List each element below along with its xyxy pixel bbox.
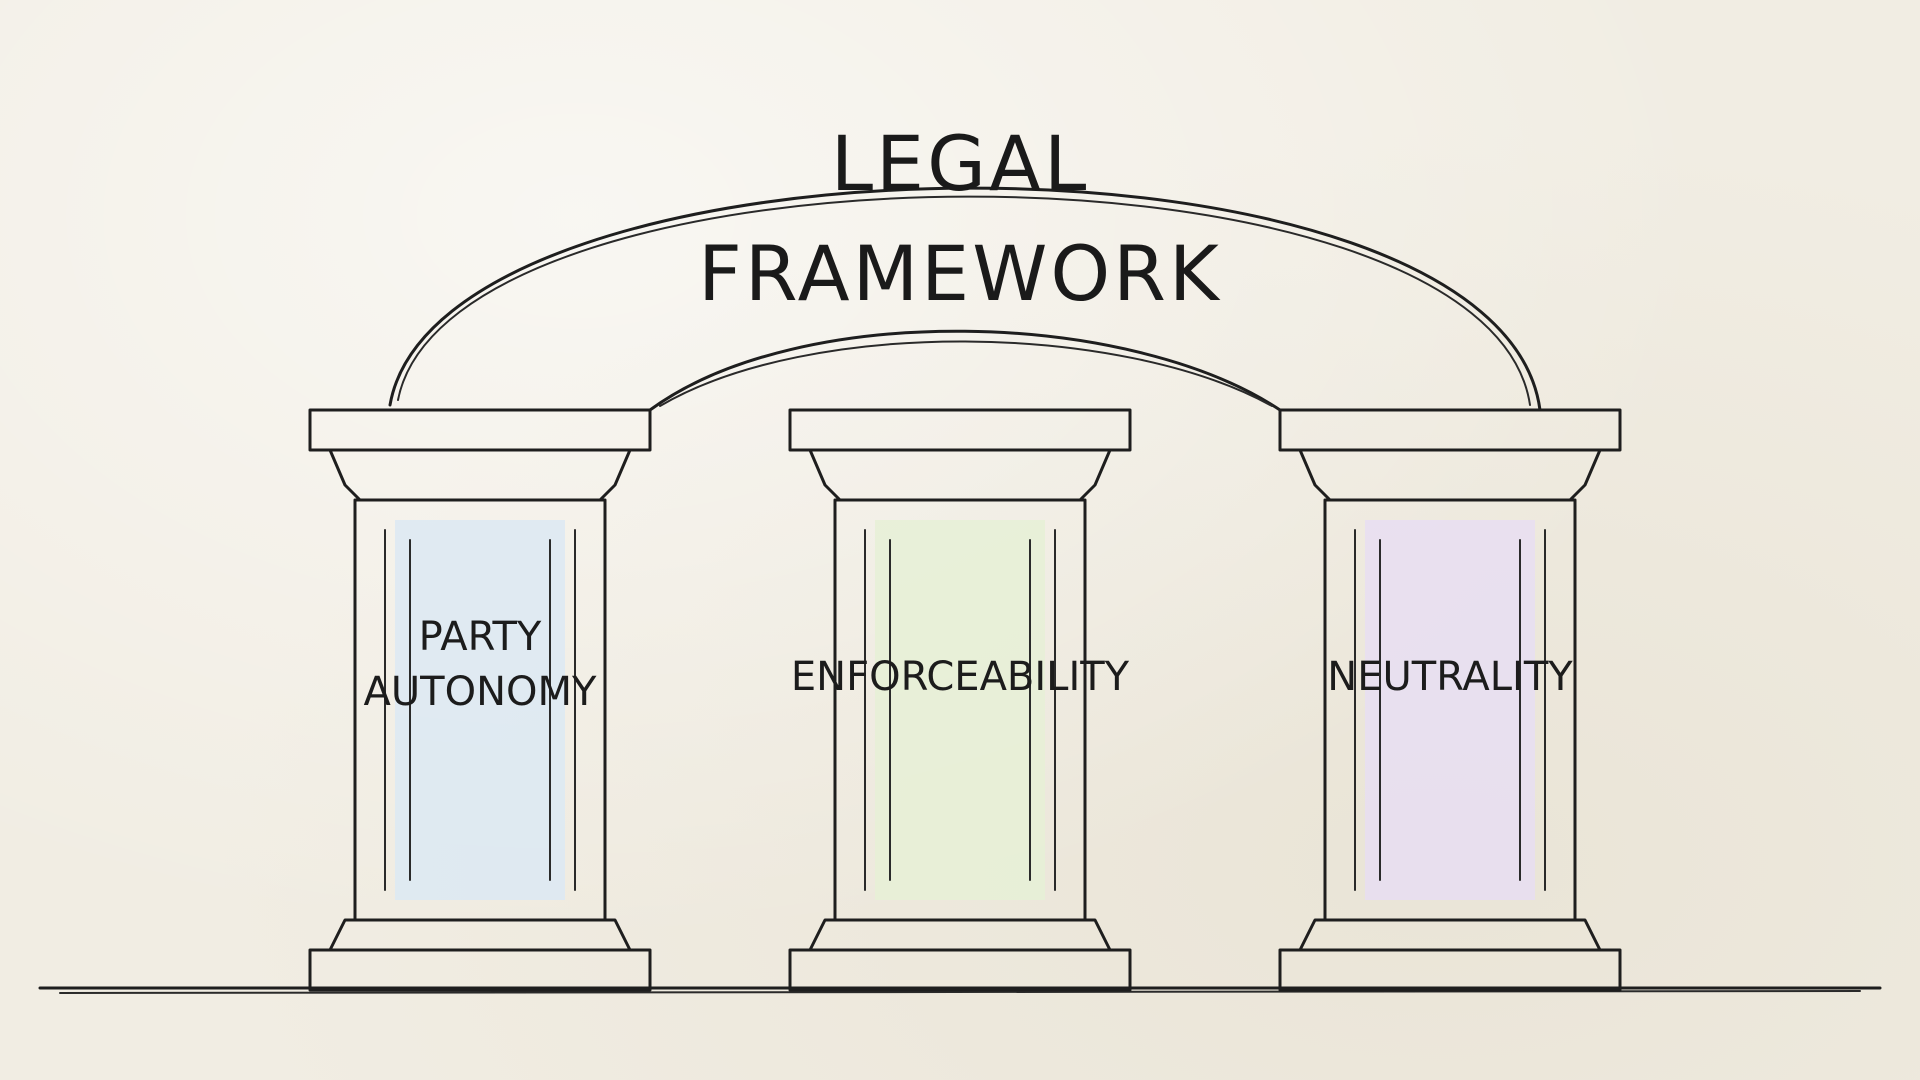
- pillar-base: [808, 918, 1112, 952]
- title-line-2: FRAMEWORK: [698, 229, 1222, 318]
- pillar-capital: [808, 448, 1112, 502]
- diagram-title: LEGAL FRAMEWORK: [698, 119, 1222, 318]
- pillar-label-line-1: PARTY: [419, 614, 542, 660]
- pillar-base: [328, 918, 632, 952]
- arch: [388, 186, 1542, 412]
- pillar-base: [1298, 918, 1602, 952]
- pillar-label-line-1: NEUTRALITY: [1327, 654, 1573, 700]
- pillar-label-line-2: AUTONOMY: [364, 669, 597, 715]
- pillar-neutrality: NEUTRALITY: [1278, 408, 1622, 992]
- pillar-capital: [328, 448, 632, 502]
- pillar-party-autonomy: PARTY AUTONOMY: [308, 408, 652, 992]
- pillar-enforceability: ENFORCEABILITY: [788, 408, 1132, 992]
- pillar-label-line-1: ENFORCEABILITY: [791, 654, 1130, 700]
- pillar-capital: [1298, 448, 1602, 502]
- title-line-1: LEGAL: [831, 119, 1090, 208]
